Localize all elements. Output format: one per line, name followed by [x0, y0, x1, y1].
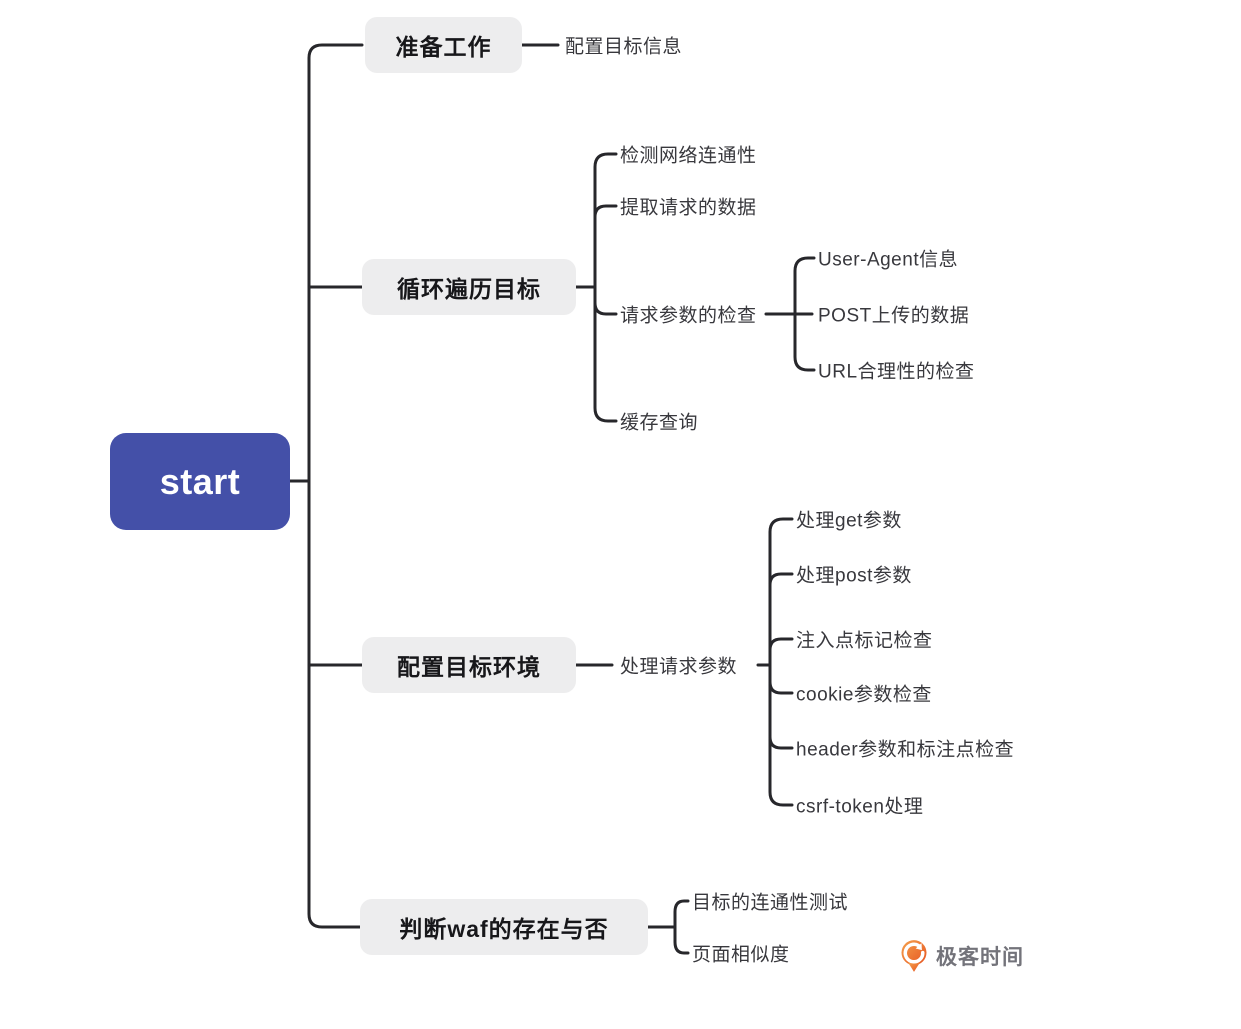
geektime-logo-icon — [901, 940, 927, 972]
leaf-node: 页面相似度 — [692, 944, 790, 966]
leaf-node: 注入点标记检查 — [796, 630, 933, 652]
connector-l3b-tick-2 — [768, 572, 794, 587]
leaf-node: 请求参数的检查 — [620, 305, 757, 327]
connector-l3b-tick-5 — [768, 735, 794, 750]
leaf-node: cookie参数检查 — [796, 684, 932, 706]
branch-node-waf-detect: 判断waf的存在与否 — [360, 899, 648, 955]
connector-l3b-tick-3 — [768, 637, 794, 652]
leaf-node: 检测网络连通性 — [620, 145, 757, 167]
branch-node-configure-env: 配置目标环境 — [362, 637, 576, 693]
brand-watermark: 极客时间 — [899, 937, 1024, 975]
leaf-node: 处理post参数 — [796, 565, 912, 587]
connector-branch4-bracket — [673, 899, 690, 955]
connector-branch2-bracket — [593, 152, 618, 423]
connector-trunk — [307, 43, 364, 929]
connector-branch2-tick-2 — [593, 204, 618, 219]
leaf-node: User-Agent信息 — [818, 249, 959, 271]
connector-l3a-bracket — [793, 256, 816, 372]
leaf-node: POST上传的数据 — [818, 305, 970, 327]
leaf-node: header参数和标注点检查 — [796, 739, 1015, 761]
branch-node-preparation: 准备工作 — [365, 17, 522, 73]
leaf-node: 提取请求的数据 — [620, 197, 757, 219]
leaf-node: 处理请求参数 — [620, 656, 738, 678]
leaf-node: 目标的连通性测试 — [692, 892, 849, 914]
leaf-node: 处理get参数 — [796, 510, 902, 532]
leaf-node: 配置目标信息 — [565, 36, 683, 58]
leaf-node: csrf-token处理 — [796, 796, 924, 818]
connector-l3b-bracket — [768, 517, 794, 807]
brand-name: 极客时间 — [936, 946, 1024, 969]
leaf-node: 缓存查询 — [620, 412, 699, 434]
root-node-start: start — [110, 433, 290, 530]
branch-node-loop-targets: 循环遍历目标 — [362, 259, 576, 315]
connector-branch2-tick-3 — [593, 301, 618, 316]
leaf-node: URL合理性的检查 — [818, 361, 975, 383]
connector-l3b-tick-4 — [768, 680, 794, 695]
